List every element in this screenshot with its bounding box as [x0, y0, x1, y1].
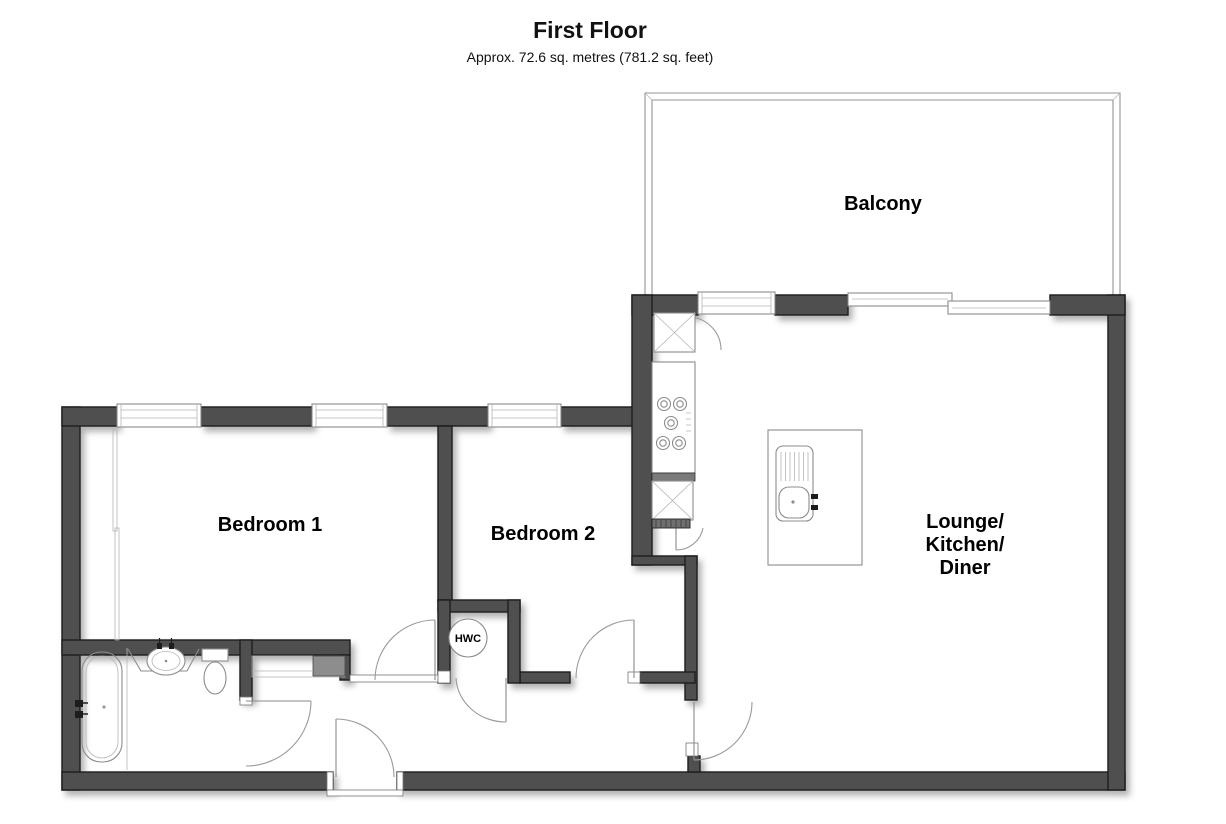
bottom-wall-right	[396, 771, 1126, 791]
appliance	[651, 480, 694, 521]
wardrobe	[112, 429, 120, 641]
balcony-railing	[644, 92, 1121, 302]
right-wall	[1107, 294, 1126, 791]
kitchen-wall	[631, 294, 653, 566]
page-subtitle: Approx. 72.6 sq. metres (781.2 sq. feet)	[467, 49, 714, 65]
bath	[75, 651, 123, 763]
hot-water-cylinder: HWC	[448, 618, 488, 658]
hallway-cupboard	[251, 655, 346, 678]
bedroom-divider-wall	[437, 425, 453, 603]
kitchen-end-panel	[651, 518, 691, 529]
hob	[655, 396, 688, 451]
windows	[116, 291, 1051, 428]
storage-cupboard	[653, 312, 696, 353]
lounge-window	[697, 291, 776, 315]
lounge-label: Lounge/ Kitchen/ Diner	[926, 511, 1005, 579]
balcony-label: Balcony	[844, 193, 923, 215]
hwc-circle	[448, 618, 488, 658]
kitchen-island	[767, 429, 863, 566]
hwc-closet-right-wall	[507, 599, 521, 684]
kitchen-cupboard-door	[675, 527, 704, 551]
counter-divider	[651, 472, 696, 482]
bedroom2-door	[575, 619, 635, 679]
walls	[61, 294, 1126, 791]
bedroom-top-wall-4	[560, 406, 639, 427]
entrance-threshold	[326, 789, 404, 797]
sliding-patio-doors	[847, 292, 1051, 315]
bedroom1-window-2	[311, 403, 388, 428]
bedroom1-door	[374, 619, 436, 681]
toilet	[201, 648, 229, 695]
lounge-top-wall-3	[1049, 294, 1126, 316]
bathroom-door	[245, 700, 312, 767]
kitchen	[651, 312, 696, 529]
bedroom2-label: Bedroom 2	[491, 523, 595, 545]
entrance-door	[335, 718, 395, 778]
hwc-label: HWC	[455, 633, 481, 645]
lounge-label-line2: Kitchen/	[926, 534, 1005, 556]
bedroom1-window-1	[116, 403, 202, 428]
bedroom1-label: Bedroom 1	[218, 514, 322, 536]
lounge-label-line3: Diner	[939, 557, 990, 579]
room-labels: Balcony Bedroom 1 Bedroom 2 Lounge/ Kitc…	[218, 193, 1005, 579]
island-sink	[775, 445, 818, 522]
left-wall	[61, 406, 81, 791]
page-title: First Floor	[533, 17, 647, 43]
bedroom-top-wall-1	[61, 406, 118, 427]
bathroom-wall	[239, 639, 253, 701]
hall-lounge-wall	[684, 555, 698, 701]
bedroom2-bottom-wall-2	[639, 671, 696, 684]
wash-basin	[127, 638, 200, 676]
lounge-top-wall-2	[774, 294, 849, 316]
lounge-door	[693, 701, 753, 761]
hwc-door	[455, 677, 507, 723]
plan-header: First Floor Approx. 72.6 sq. metres (781…	[467, 17, 714, 65]
doors	[245, 316, 753, 778]
hwc-closet-left-wall	[437, 599, 451, 684]
bedroom2-window	[487, 403, 562, 428]
bathroom	[75, 638, 229, 770]
bedroom-top-wall-3	[386, 406, 489, 427]
lounge-label-line1: Lounge/	[926, 511, 1004, 533]
bottom-wall-left	[61, 771, 334, 791]
bedroom-top-wall-2	[200, 406, 313, 427]
bedroom2-bottom-wall-1	[519, 671, 571, 684]
